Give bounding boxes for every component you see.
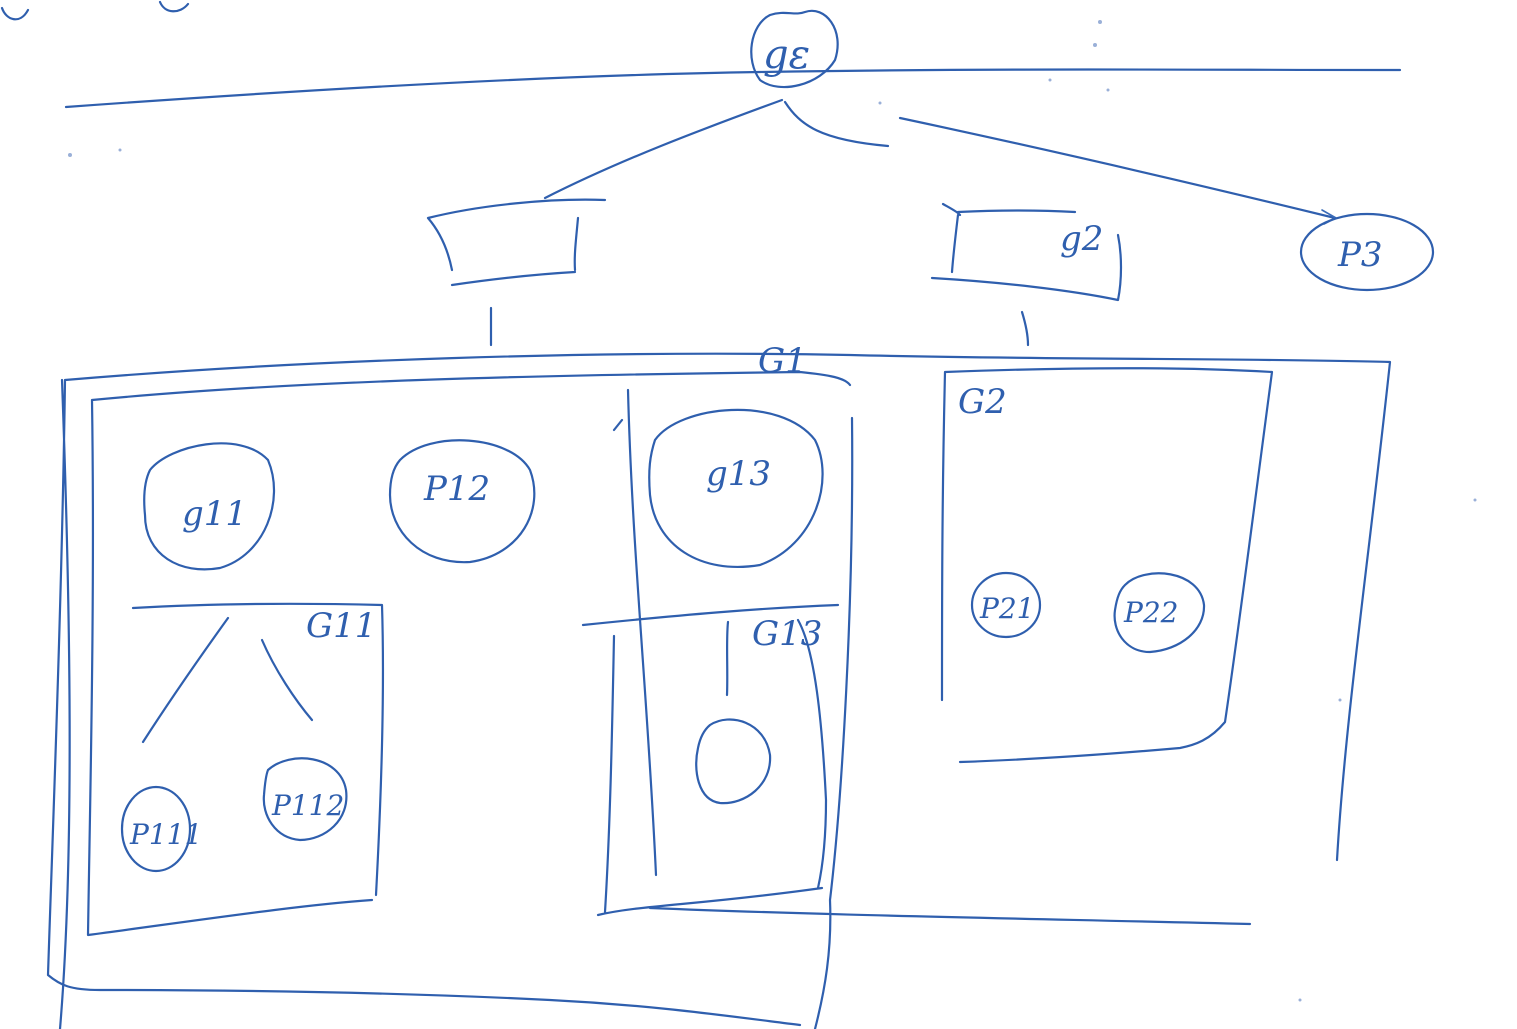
p22-circle: [1113, 572, 1206, 654]
edge-G11-to-p112: [260, 638, 314, 722]
node-p22: P22: [1113, 572, 1206, 654]
node-g13: g13: [648, 408, 824, 568]
p21-label: P21: [979, 592, 1034, 625]
node-g11: g11: [143, 442, 276, 571]
g11-circle: [143, 442, 276, 571]
g2-label: g2: [1060, 219, 1103, 259]
G13-divider: [725, 620, 730, 697]
p112-label: P112: [271, 789, 344, 822]
node-left-box: [426, 198, 607, 287]
connector-g2-box-to-G2: [1020, 310, 1030, 347]
p111-label: P111: [129, 818, 202, 851]
g13-label: g13: [706, 454, 771, 494]
p12-circle: [388, 439, 536, 564]
p21-circle: [970, 571, 1042, 639]
node-p21: P21: [970, 571, 1042, 639]
G13-label: G13: [752, 614, 822, 654]
root-circle: [750, 9, 839, 89]
p112-circle: [262, 757, 348, 842]
edge-root-to-g2-box: [783, 100, 890, 148]
G1-inner-box: [86, 370, 852, 937]
left-box-outline: [426, 198, 607, 287]
node-p112: P112: [262, 757, 348, 842]
edge-root-to-left-box: [543, 98, 784, 200]
G13-box: [581, 603, 1252, 926]
g13-circle: [648, 408, 824, 568]
g11-label: g11: [182, 494, 247, 534]
node-p3: P3: [1299, 212, 1435, 292]
G13-right-side: [796, 618, 828, 890]
G2-label: G2: [958, 382, 1007, 422]
g13-column-box: [612, 388, 854, 1029]
p22-label: P22: [1123, 596, 1178, 629]
p3-label: P3: [1337, 235, 1383, 275]
G11-label: G11: [306, 606, 376, 646]
g13-child-circle: [695, 718, 772, 805]
node-g13-child: [695, 718, 772, 805]
top-left-stray-mark: [0, 0, 190, 21]
g2-box-outline: [930, 202, 1123, 302]
G2-box: [940, 367, 1274, 764]
outer-container: [46, 352, 1392, 1029]
edge-G11-to-p111: [141, 616, 230, 744]
G11-box: [131, 602, 385, 897]
edge-root-to-p3: [898, 116, 1337, 220]
root-label: gε: [763, 32, 810, 78]
G1-label: G1: [758, 341, 807, 381]
paper-specks: [68, 20, 1477, 1002]
p111-circle: [120, 785, 192, 873]
node-g2-box: g2: [930, 202, 1123, 302]
p3-ellipse: [1299, 212, 1435, 292]
top-separator-line: [64, 68, 1402, 109]
node-p12: P12: [388, 439, 536, 564]
node-p111: P111: [120, 785, 202, 873]
node-root: gε: [750, 9, 839, 89]
p12-label: P12: [423, 469, 490, 509]
